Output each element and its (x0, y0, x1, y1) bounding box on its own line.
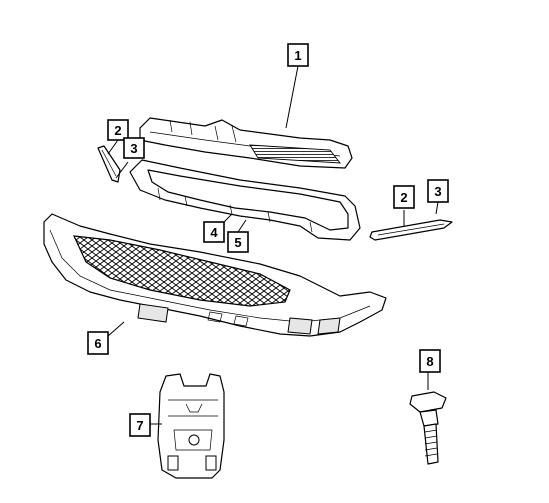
callout-5-label: 5 (234, 235, 241, 250)
callout-3-right-label: 3 (434, 184, 441, 199)
upper-grille-panel (139, 117, 353, 169)
callout-1: 1 (287, 43, 309, 67)
callout-2-left-label: 2 (114, 123, 121, 138)
callout-7: 7 (129, 413, 151, 437)
callout-8: 8 (419, 349, 441, 373)
callout-2-right-label: 2 (400, 190, 407, 205)
right-trim-strip (369, 219, 453, 241)
callout-3-left-label: 3 (130, 141, 137, 156)
callout-3-left: 3 (123, 137, 145, 159)
callout-1-label: 1 (294, 48, 301, 63)
callout-3-right: 3 (427, 179, 449, 203)
left-trim-strip (97, 145, 121, 183)
callout-5: 5 (227, 231, 249, 253)
callout-4: 4 (203, 221, 225, 243)
callout-6: 6 (87, 331, 109, 355)
mounting-bracket (157, 373, 225, 479)
callout-6-label: 6 (94, 336, 101, 351)
callout-7-label: 7 (136, 418, 143, 433)
callout-8-label: 8 (426, 354, 433, 369)
callout-2-left: 2 (107, 119, 129, 141)
bolt (409, 391, 447, 465)
grille-bezel-frame (129, 159, 361, 241)
callout-4-label: 4 (210, 225, 218, 240)
callout-2-right: 2 (393, 185, 415, 209)
lower-fascia (43, 213, 387, 337)
